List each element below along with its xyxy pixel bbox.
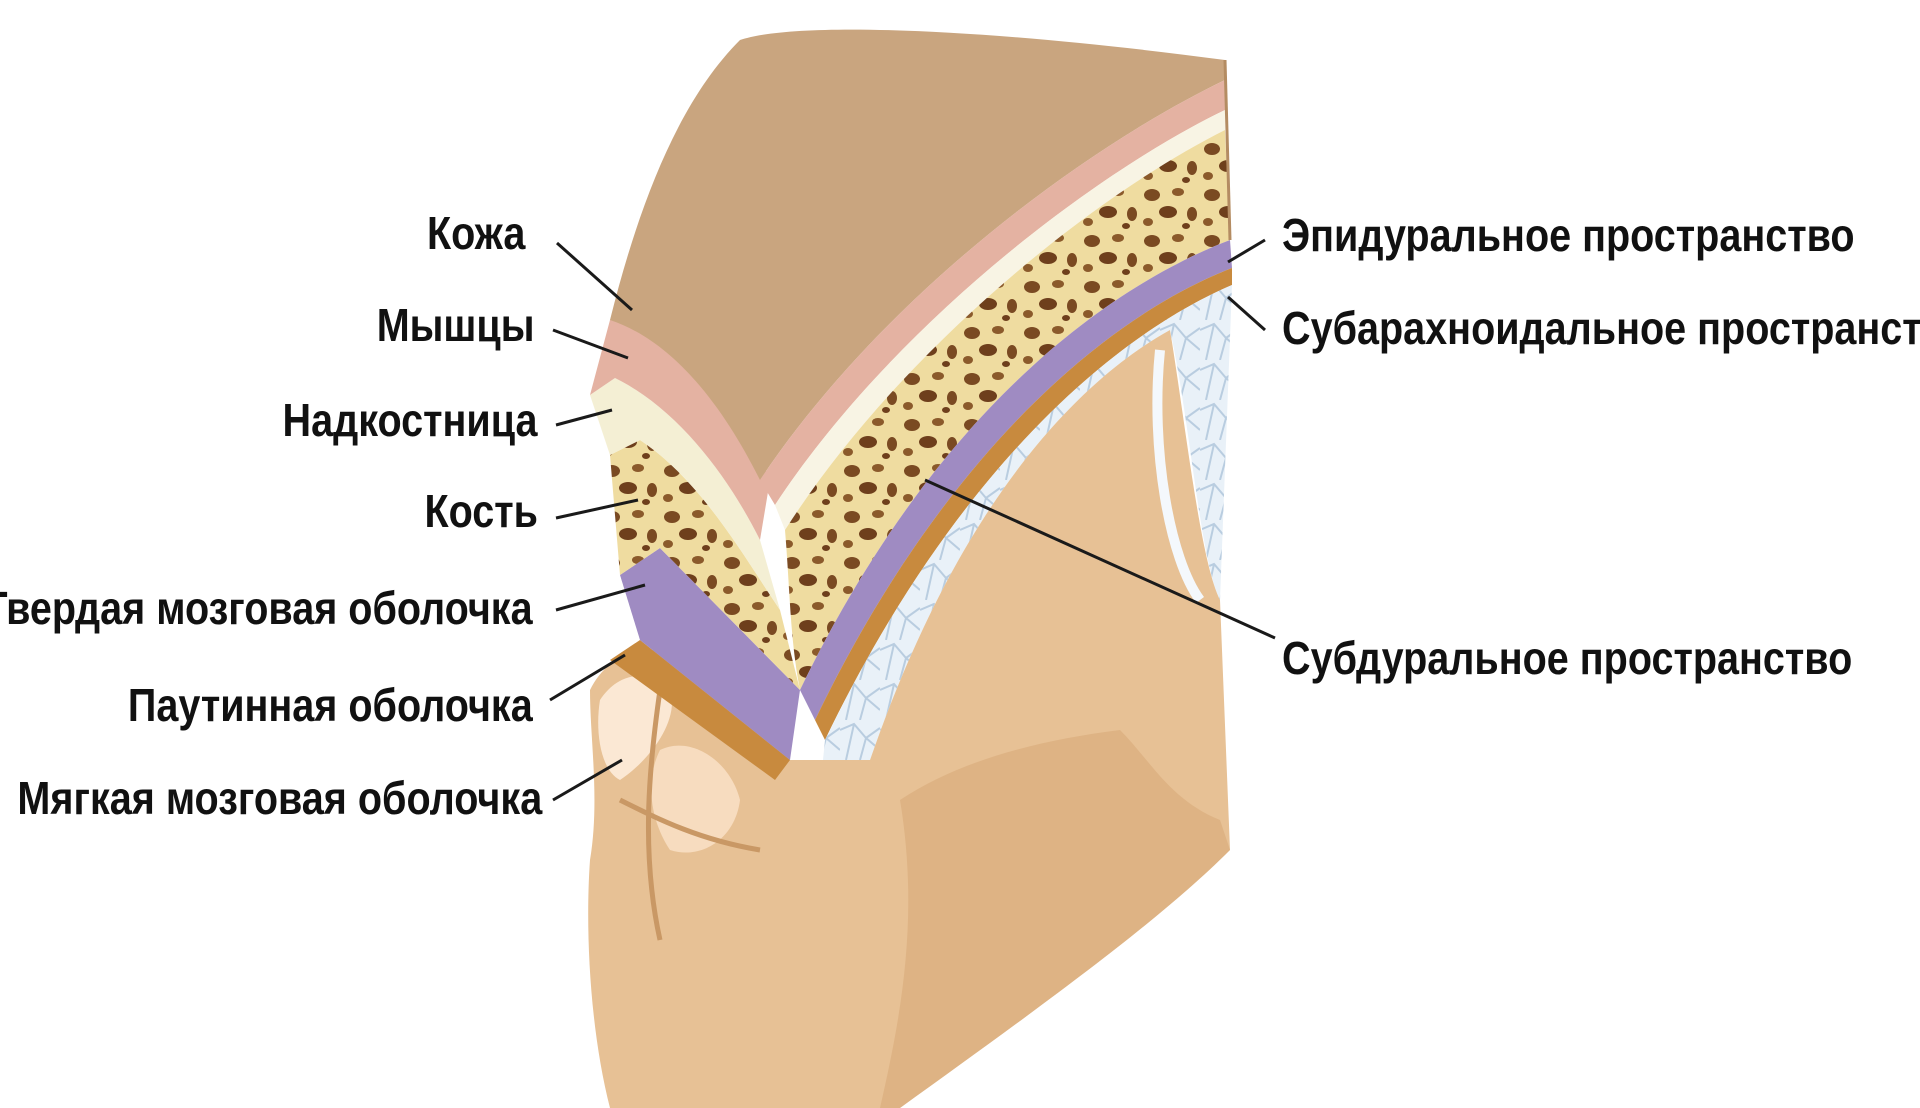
label-subdural-space: Субдуральное пространство xyxy=(1282,630,1852,686)
label-periosteum: Надкостница xyxy=(283,392,538,448)
label-epidural-space: Эпидуральное пространство xyxy=(1282,207,1855,263)
label-skin: Кожа xyxy=(427,205,525,261)
label-bone: Кость xyxy=(425,483,538,539)
label-subarachnoid-space: Субарахноидальное пространство xyxy=(1282,300,1920,356)
label-pia-mater: Мягкая мозговая оболочка xyxy=(17,770,542,826)
label-muscles: Мышцы xyxy=(377,297,535,353)
label-dura-mater: Твердая мозговая оболочка xyxy=(0,580,533,636)
label-arachnoid-mater: Паутинная оболочка xyxy=(128,677,533,733)
